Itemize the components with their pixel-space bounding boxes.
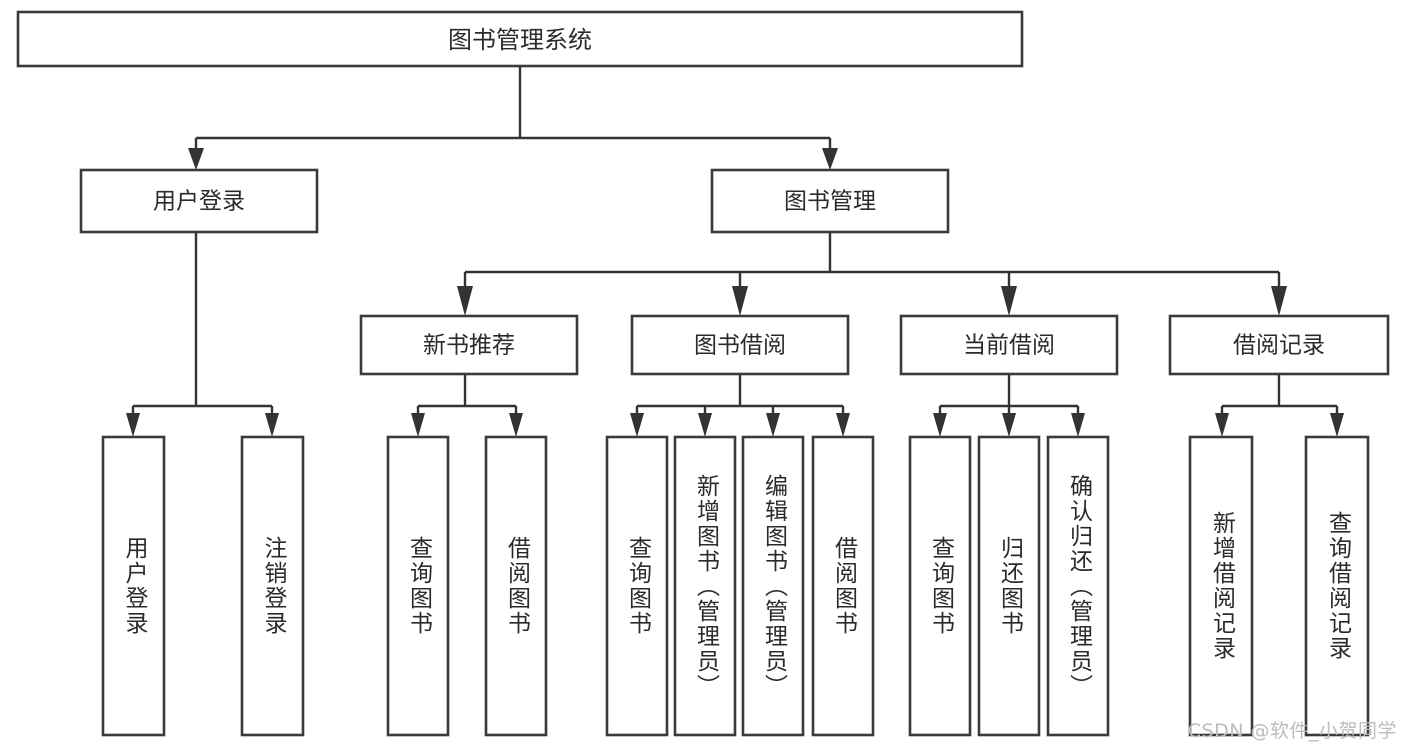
node-book-management-label: 图书管理 bbox=[784, 189, 876, 215]
arrow-leaf-bb-4 bbox=[836, 413, 850, 437]
leaf-box-borrow-record-2[interactable] bbox=[1304, 435, 1370, 737]
arrow-leaf-cb-1 bbox=[933, 413, 947, 437]
node-book-borrow-box[interactable] bbox=[630, 314, 850, 376]
arrow-leaf-bb-3 bbox=[766, 413, 780, 437]
nodes-layer: 图书管理系统 用户登录 图书管理 新书推荐 图书借阅 当前 bbox=[16, 10, 1390, 737]
arrow-leaf-nbr-2 bbox=[509, 413, 523, 437]
node-book-management[interactable]: 图书管理 bbox=[710, 168, 950, 234]
arrow-leaf-user-login-1 bbox=[126, 413, 140, 437]
watermark-text: CSDN @软件_小贺同学 bbox=[1187, 720, 1397, 742]
arrow-leaf-br-2 bbox=[1330, 413, 1344, 437]
arrow-book-borrow bbox=[732, 286, 748, 316]
node-root-book-management-system[interactable]: 图书管理系统 bbox=[16, 10, 1024, 68]
arrow-leaf-bb-2 bbox=[698, 413, 712, 437]
arrow-current-borrow bbox=[1001, 286, 1017, 316]
node-book-borrow[interactable]: 图书借阅 bbox=[630, 314, 850, 376]
node-current-borrow-box[interactable] bbox=[899, 314, 1119, 376]
leaf-box-user-login-2[interactable] bbox=[240, 435, 305, 737]
leaf-box-current-borrow-2[interactable] bbox=[977, 435, 1041, 737]
edges-layer bbox=[126, 66, 1344, 437]
node-root-box[interactable] bbox=[16, 10, 1024, 68]
arrow-new-book-recommend bbox=[457, 286, 473, 316]
node-new-book-recommend-box[interactable] bbox=[359, 314, 579, 376]
node-new-book-recommend-label: 新书推荐 bbox=[423, 333, 515, 359]
node-user-login-label: 用户登录 bbox=[153, 189, 245, 215]
node-borrow-record[interactable]: 借阅记录 bbox=[1168, 314, 1390, 376]
arrow-leaf-bb-1 bbox=[630, 413, 644, 437]
leaf-box-book-borrow-2[interactable] bbox=[673, 435, 737, 737]
leaf-box-new-book-recommend-1[interactable] bbox=[386, 435, 450, 737]
arrow-leaf-user-login-2 bbox=[265, 413, 279, 437]
arrow-leaf-cb-2 bbox=[1002, 413, 1016, 437]
node-borrow-record-box[interactable] bbox=[1168, 314, 1390, 376]
arrow-book-manage bbox=[822, 148, 838, 170]
arrow-leaf-cb-3 bbox=[1071, 413, 1085, 437]
node-book-management-box[interactable] bbox=[710, 168, 950, 234]
leaf-box-book-borrow-1[interactable] bbox=[605, 435, 669, 737]
node-current-borrow-label: 当前借阅 bbox=[963, 333, 1055, 359]
node-borrow-record-label: 借阅记录 bbox=[1233, 333, 1325, 359]
arrow-leaf-nbr-1 bbox=[411, 413, 425, 437]
leaf-box-book-borrow-4[interactable] bbox=[811, 435, 875, 737]
node-current-borrow[interactable]: 当前借阅 bbox=[899, 314, 1119, 376]
node-user-login-box[interactable] bbox=[79, 168, 319, 234]
leaf-box-book-borrow-3[interactable] bbox=[741, 435, 805, 737]
arrow-borrow-record bbox=[1271, 286, 1287, 316]
leaf-box-user-login-1[interactable] bbox=[101, 435, 166, 737]
arrow-user-login bbox=[188, 148, 204, 170]
node-root-label: 图书管理系统 bbox=[448, 26, 592, 54]
arrow-leaf-br-1 bbox=[1215, 413, 1229, 437]
leaf-box-current-borrow-3[interactable] bbox=[1046, 435, 1110, 737]
leaf-box-new-book-recommend-2[interactable] bbox=[484, 435, 548, 737]
leaf-box-borrow-record-1[interactable] bbox=[1188, 435, 1254, 737]
leaf-box-current-borrow-1[interactable] bbox=[908, 435, 972, 737]
node-book-borrow-label: 图书借阅 bbox=[694, 333, 786, 359]
node-new-book-recommend[interactable]: 新书推荐 bbox=[359, 314, 579, 376]
node-user-login[interactable]: 用户登录 bbox=[79, 168, 319, 234]
